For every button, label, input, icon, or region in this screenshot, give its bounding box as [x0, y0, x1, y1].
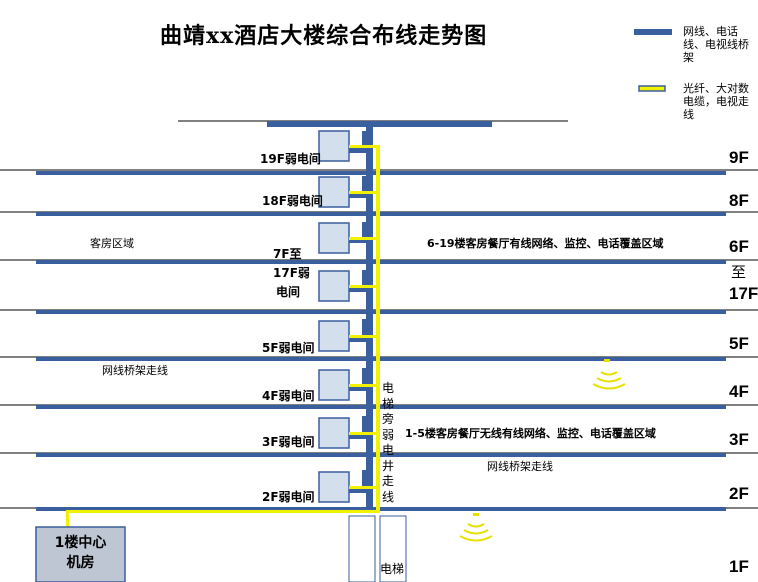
room-label-2f: 2F弱电间 [262, 490, 315, 504]
elevator-shafts [348, 515, 407, 582]
floor-label-3f: 3F [729, 430, 749, 449]
floor-label-to: 至 [731, 264, 747, 281]
elevator-label: 电梯 [380, 562, 405, 576]
floor-label-6f: 6F [729, 237, 749, 256]
floor-label-8f: 8F [729, 191, 749, 210]
room-label-5f: 5F弱电间 [262, 341, 315, 355]
legend-blue-swatch [634, 29, 672, 35]
room-label-3f: 3F弱电间 [262, 435, 315, 449]
riser-tray [366, 121, 373, 513]
center-room-label: 1楼中心 机房 [36, 533, 125, 573]
room-label-7f-b: 17F弱 [273, 266, 310, 280]
lower-coverage-label: 1-5楼客房餐厅无线有线网络、监控、电话覆盖区域 [405, 427, 656, 440]
room-box-7-17b [318, 270, 350, 302]
room-box-3 [318, 417, 350, 449]
room-boxes [318, 130, 350, 503]
room-label-4f: 4F弱电间 [262, 389, 315, 403]
floor-trays [36, 171, 726, 511]
wifi-signal-icon [459, 513, 493, 542]
floor-label-17f: 17F [729, 284, 758, 303]
room-label-18f: 18F弱电间 [262, 194, 323, 208]
room-box-7-17 [318, 222, 350, 254]
center-room-line2: 机房 [66, 555, 95, 571]
legend-yellow-label: 光纤、大对数电缆，电视走线 [683, 82, 749, 121]
room-box-2 [318, 471, 350, 503]
room-box-19 [318, 130, 350, 162]
roof-tray [267, 121, 492, 127]
floor-label-1f: 1F [729, 557, 749, 576]
wifi-signal-icon [592, 359, 626, 390]
room-box-4 [318, 369, 350, 401]
legend-yellow-swatch [638, 85, 666, 92]
floor-label-2f: 2F [729, 484, 749, 503]
room-label-7f-a: 7F至 [273, 247, 302, 261]
center-room-box [35, 526, 126, 582]
center-room-line1: 1楼中心 [54, 535, 107, 551]
shaft-route-label: 电梯旁弱电井走线 [381, 381, 394, 504]
floor-label-5f: 5F [729, 334, 749, 353]
room-box-18 [318, 176, 350, 208]
tray-route-label-right: 网线桥架走线 [487, 460, 553, 473]
box-connectors [349, 131, 367, 493]
legend-blue-label: 网线、电话线、电视线桥架 [683, 25, 749, 64]
floor-label-4f: 4F [729, 382, 749, 401]
room-label-19f: 19F弱电间 [260, 152, 321, 166]
fiber-lines [66, 145, 380, 527]
upper-coverage-label: 6-19楼客房餐厅有线网络、监控、电话覆盖区域 [427, 237, 664, 250]
room-box-5 [318, 320, 350, 352]
tray-route-label-left: 网线桥架走线 [102, 364, 168, 377]
floor-label-9f: 9F [729, 148, 749, 167]
guest-area-label: 客房区域 [90, 237, 134, 250]
page-title: 曲靖xx酒店大楼综合布线走势图 [160, 23, 488, 49]
room-label-7f-c: 电间 [276, 285, 301, 299]
